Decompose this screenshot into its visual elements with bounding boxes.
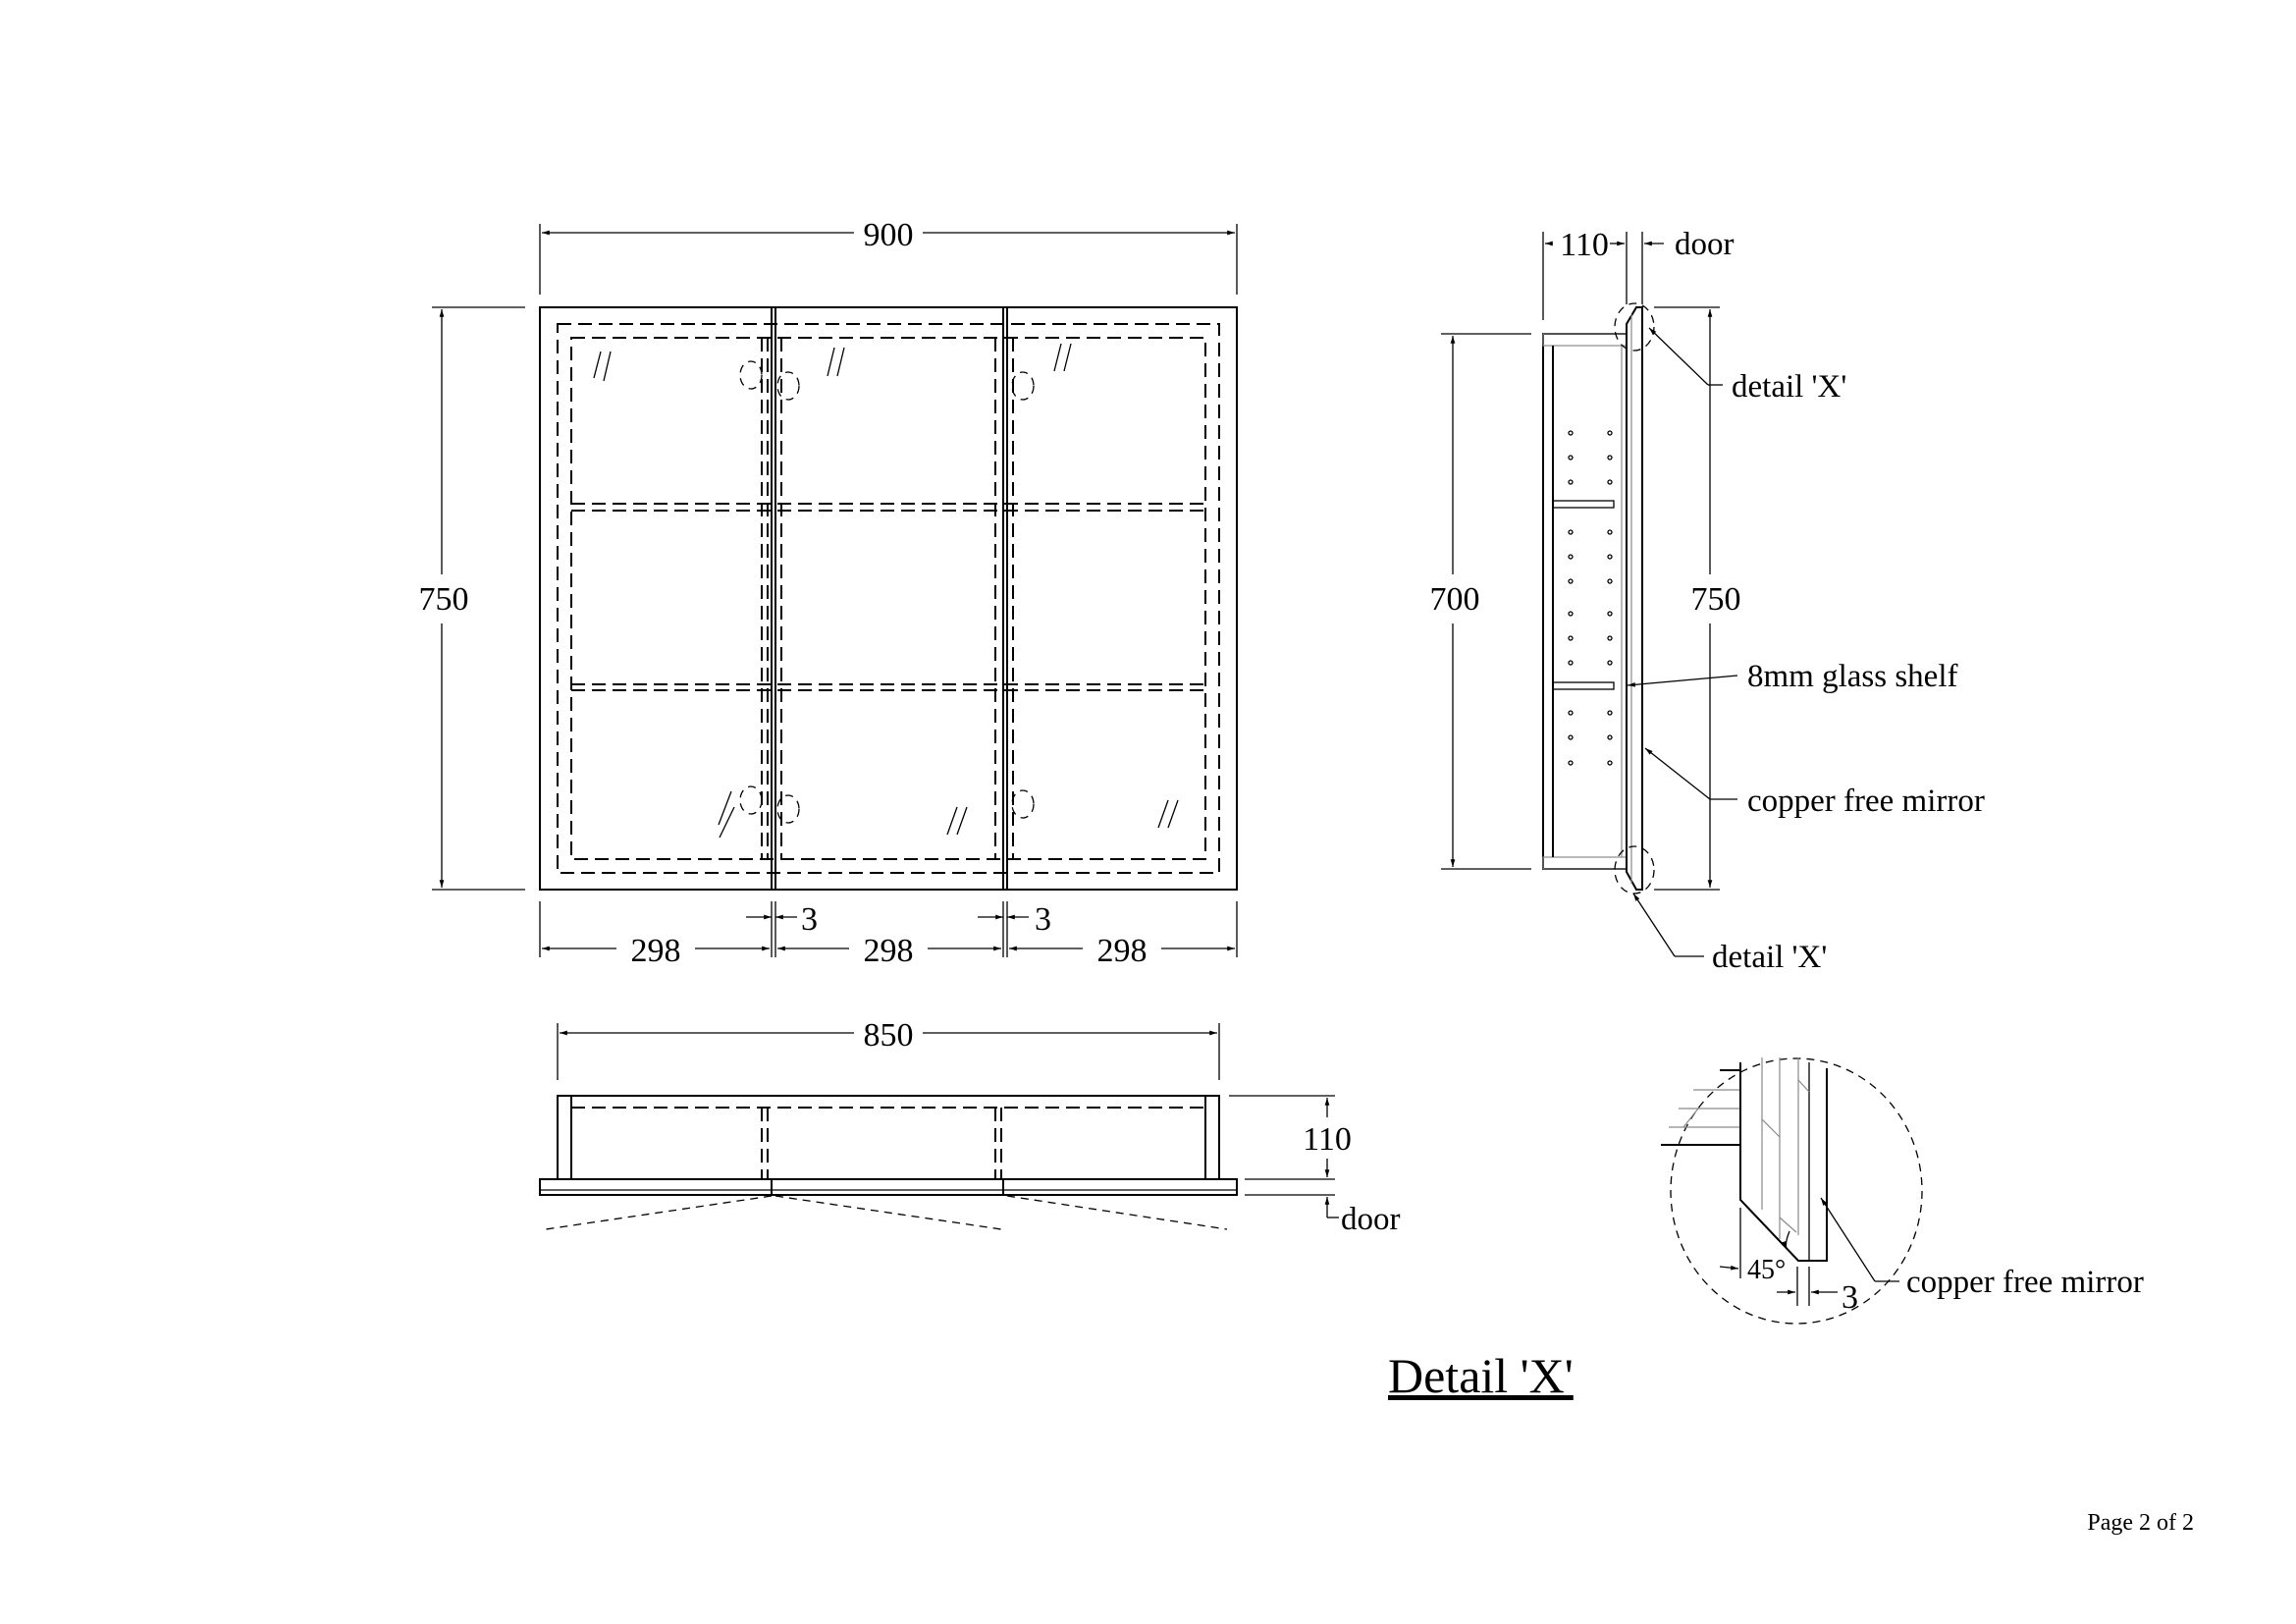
dim-overall-height: 750 [419, 306, 525, 891]
svg-text:8mm glass shelf: 8mm glass shelf [1747, 659, 1957, 694]
dim-side-750-label: 750 [1691, 581, 1741, 618]
plan-door-label: door [1341, 1202, 1401, 1237]
hinge-icons [739, 360, 1035, 824]
dim-750-label: 750 [419, 581, 469, 618]
callout-mirror-side: copper free mirror [1644, 747, 1985, 819]
front-view: 900 750 [419, 217, 1238, 969]
svg-text:copper free mirror: copper free mirror [1747, 784, 1985, 819]
dim-gap-1-label: 3 [801, 901, 818, 938]
shelf-pin-holes [1568, 430, 1613, 766]
detail-angle-label: 45° [1747, 1255, 1786, 1285]
detail-title: Detail 'X' [1388, 1348, 1574, 1403]
plan-view: 850 110 door [539, 1017, 1401, 1237]
dim-plan-depth-label: 110 [1303, 1121, 1352, 1158]
detail-offset-label: 3 [1842, 1279, 1858, 1316]
callout-detail-top: detail 'X' [1648, 327, 1846, 405]
callout-detail-bottom: detail 'X' [1632, 893, 1827, 975]
dim-door-3-label: 298 [1097, 933, 1148, 969]
dim-door-1-label: 298 [631, 933, 681, 969]
side-door-label: door [1675, 227, 1735, 262]
detail-x-view: 45° 3 copper free mirror [1661, 1057, 2144, 1325]
dim-850-label: 850 [864, 1017, 914, 1054]
svg-text:detail 'X': detail 'X' [1732, 369, 1846, 405]
dim-door-widths: 298 298 298 3 3 [539, 901, 1238, 969]
dim-gap-2-label: 3 [1035, 901, 1051, 938]
svg-text:copper free mirror: copper free mirror [1906, 1265, 2144, 1300]
page-label: Page 2 of 2 [2087, 1510, 2194, 1536]
side-view: 110 door [1430, 227, 1985, 975]
dim-door-2-label: 298 [864, 933, 914, 969]
callout-glass-shelf: 8mm glass shelf [1627, 659, 1957, 694]
dim-900-label: 900 [864, 217, 914, 253]
dim-side-depth-label: 110 [1560, 227, 1609, 263]
mirror-reflection-marks [593, 343, 1179, 839]
callout-mirror-detail: copper free mirror [1820, 1197, 2144, 1300]
dim-overall-width: 900 [539, 217, 1238, 295]
svg-text:detail 'X': detail 'X' [1712, 940, 1827, 975]
dim-side-700-label: 700 [1430, 581, 1480, 618]
